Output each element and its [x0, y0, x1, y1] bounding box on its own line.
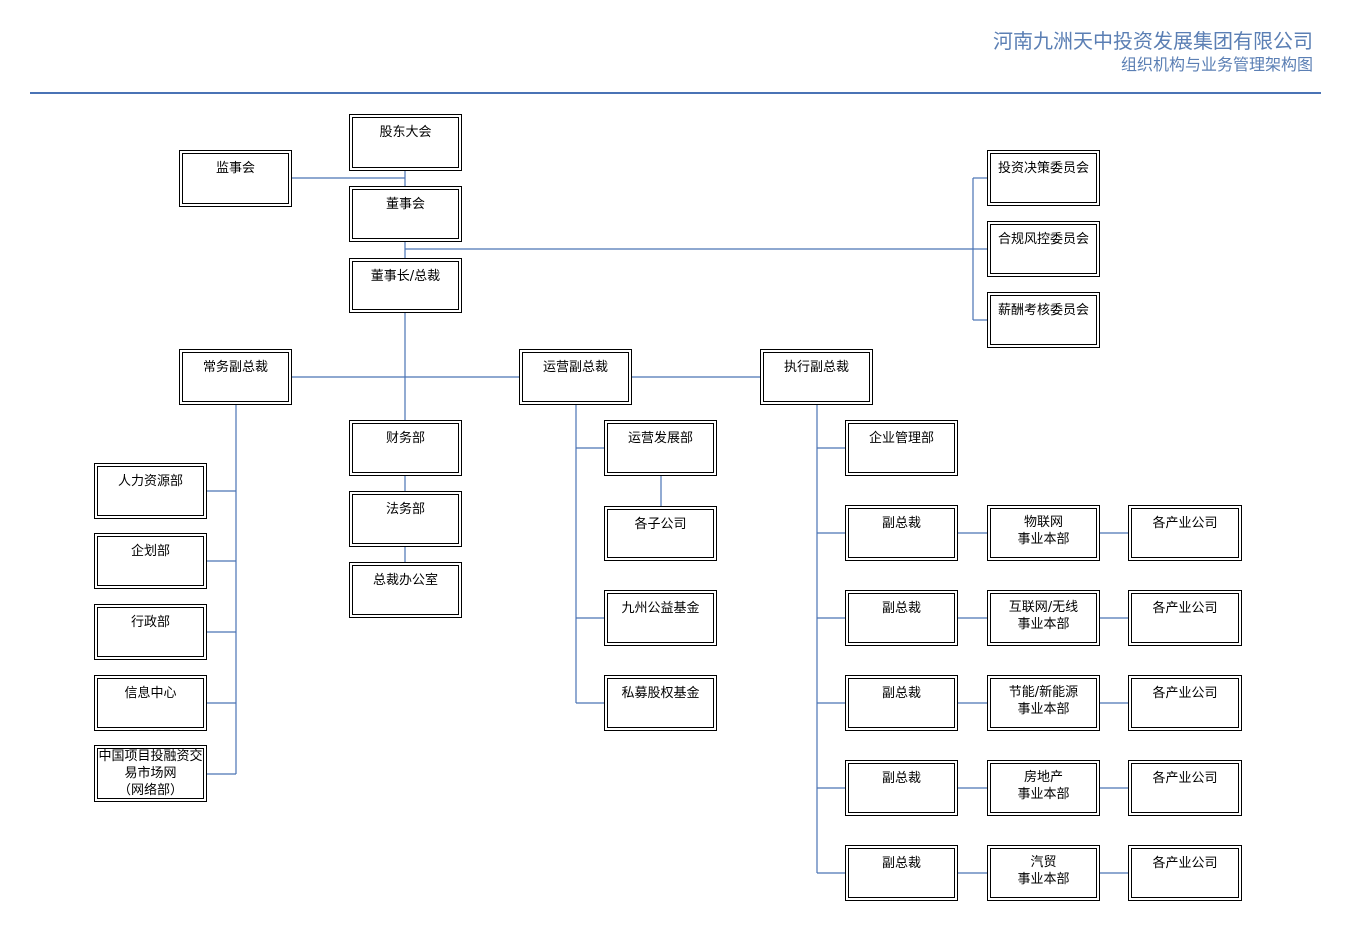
node-label: 执行副总裁 — [783, 360, 849, 375]
node-dept-president-office: 总裁办公室 — [349, 562, 462, 618]
node-dept-legal: 法务部 — [349, 491, 462, 547]
node-companies-3: 各产业公司 — [1128, 675, 1242, 731]
node-label: 物联网 事业本部 — [1017, 515, 1070, 547]
node-label: 节能/新能源 事业本部 — [1008, 685, 1079, 717]
node-dept-hr: 人力资源部 — [94, 463, 207, 519]
node-committee-investment: 投资决策委员会 — [987, 150, 1100, 206]
chart-subtitle: 组织机构与业务管理架构图 — [1120, 55, 1313, 74]
node-dept-admin: 行政部 — [94, 604, 207, 660]
node-dept-ops-development: 运营发展部 — [604, 420, 717, 476]
node-label: 各产业公司 — [1152, 516, 1218, 531]
node-label: 董事长/总裁 — [370, 269, 441, 284]
node-label: 信息中心 — [124, 686, 177, 701]
node-subsidiaries: 各子公司 — [604, 506, 717, 561]
node-board: 董事会 — [349, 186, 462, 242]
node-business-unit-4: 房地产 事业本部 — [987, 760, 1100, 816]
node-label: 汽贸 事业本部 — [1017, 855, 1070, 887]
node-dept-network: 中国项目投融资交 易市场网 （网络部） — [94, 745, 207, 802]
node-label: 企业管理部 — [868, 431, 934, 446]
node-dept-finance: 财务部 — [349, 420, 462, 476]
node-label: 各产业公司 — [1152, 601, 1218, 616]
node-dept-enterprise-mgmt: 企业管理部 — [845, 420, 958, 476]
node-companies-2: 各产业公司 — [1128, 590, 1242, 646]
node-business-unit-3: 节能/新能源 事业本部 — [987, 675, 1100, 731]
node-business-unit-2: 互联网/无线 事业本部 — [987, 590, 1100, 646]
node-vp-operations: 运营副总裁 — [519, 349, 632, 405]
node-shareholders: 股东大会 — [349, 114, 462, 171]
node-label: 投资决策委员会 — [997, 161, 1089, 176]
node-label: 监事会 — [215, 161, 255, 176]
node-label: 企划部 — [130, 544, 170, 559]
node-label: 各子公司 — [634, 517, 687, 532]
header-divider — [30, 92, 1321, 94]
node-label: 法务部 — [385, 502, 425, 517]
node-label: 私募股权基金 — [621, 686, 700, 701]
node-business-unit-1: 物联网 事业本部 — [987, 505, 1100, 561]
node-companies-5: 各产业公司 — [1128, 845, 1242, 901]
node-label: 房地产 事业本部 — [1017, 770, 1070, 802]
company-title: 河南九洲天中投资发展集团有限公司 — [993, 29, 1313, 53]
node-companies-4: 各产业公司 — [1128, 760, 1242, 816]
node-vp-unit-3: 副总裁 — [845, 675, 958, 731]
node-label: 总裁办公室 — [372, 573, 438, 588]
node-dept-info-center: 信息中心 — [94, 675, 207, 731]
node-label: 合规风控委员会 — [997, 232, 1089, 247]
node-committee-compliance: 合规风控委员会 — [987, 221, 1100, 277]
node-label: 九州公益基金 — [621, 601, 700, 616]
node-fund-charity: 九州公益基金 — [604, 590, 717, 646]
node-vp-executive: 执行副总裁 — [760, 349, 873, 405]
node-dept-planning: 企划部 — [94, 533, 207, 589]
node-label: 董事会 — [385, 197, 425, 212]
node-fund-private-equity: 私募股权基金 — [604, 675, 717, 731]
node-vp-unit-2: 副总裁 — [845, 590, 958, 646]
node-companies-1: 各产业公司 — [1128, 505, 1242, 561]
node-vp-unit-5: 副总裁 — [845, 845, 958, 901]
node-label: 互联网/无线 事业本部 — [1008, 600, 1079, 632]
node-supervisors: 监事会 — [179, 150, 292, 207]
node-label: 副总裁 — [881, 771, 921, 786]
node-label: 副总裁 — [881, 601, 921, 616]
node-label: 各产业公司 — [1152, 856, 1218, 871]
node-label: 常务副总裁 — [202, 360, 268, 375]
node-label: 副总裁 — [881, 686, 921, 701]
node-label: 人力资源部 — [117, 474, 183, 489]
node-vp-unit-1: 副总裁 — [845, 505, 958, 561]
node-vp-unit-4: 副总裁 — [845, 760, 958, 816]
node-label: 副总裁 — [881, 856, 921, 871]
node-label: 中国项目投融资交 易市场网 （网络部） — [98, 749, 203, 798]
node-label: 运营副总裁 — [542, 360, 608, 375]
node-label: 各产业公司 — [1152, 771, 1218, 786]
node-label: 副总裁 — [881, 516, 921, 531]
node-business-unit-5: 汽贸 事业本部 — [987, 845, 1100, 901]
node-label: 行政部 — [130, 615, 170, 630]
node-label: 运营发展部 — [627, 431, 693, 446]
node-label: 薪酬考核委员会 — [997, 303, 1089, 318]
node-label: 各产业公司 — [1152, 686, 1218, 701]
node-label: 股东大会 — [379, 125, 432, 140]
node-label: 财务部 — [385, 431, 425, 446]
node-chairman: 董事长/总裁 — [349, 258, 462, 313]
node-committee-compensation: 薪酬考核委员会 — [987, 292, 1100, 348]
node-vp-standing: 常务副总裁 — [179, 349, 292, 405]
